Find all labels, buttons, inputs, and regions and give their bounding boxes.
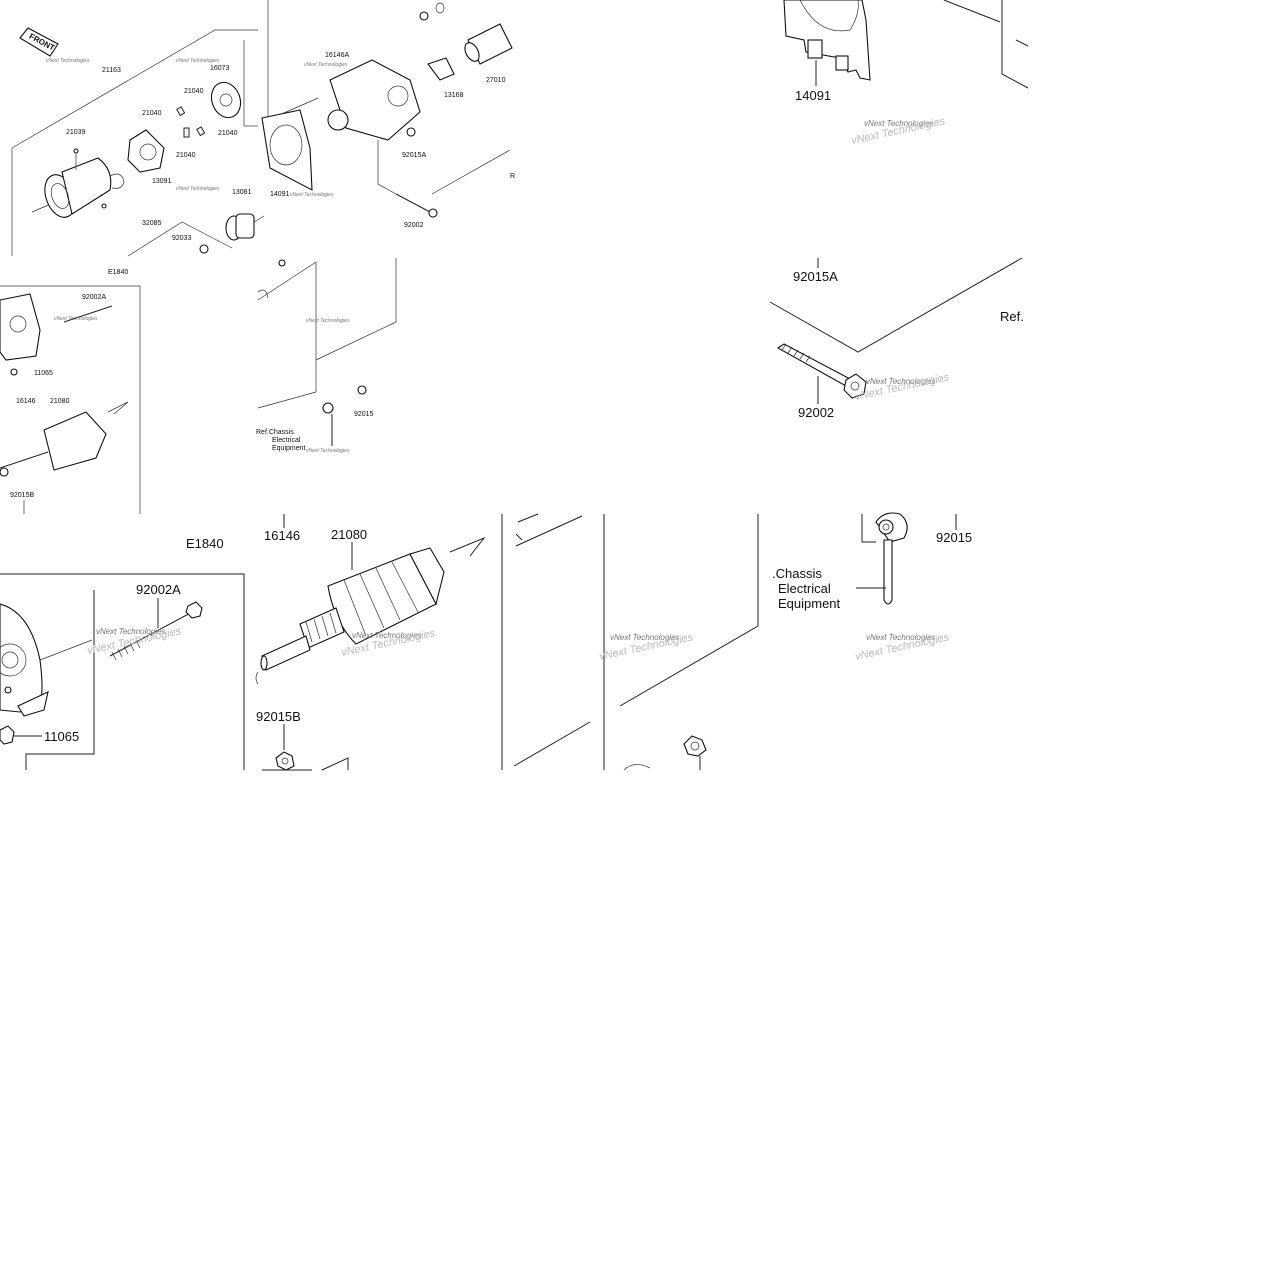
label-92015B: 92015B — [10, 492, 34, 499]
pinion-gear — [225, 213, 265, 241]
label-ref-electrical: Electrical — [778, 581, 831, 596]
watermark: vNext Technologies — [176, 58, 220, 64]
rear-cover-16146 — [0, 293, 41, 361]
label-14091: 14091 — [795, 88, 831, 103]
watermark: vNext Technologies — [352, 631, 422, 640]
armature-21080 — [260, 547, 445, 671]
detail-center: vNext Technologies vNext Technologies — [501, 513, 759, 771]
watermark: vNext Technologies — [864, 119, 934, 128]
through-bolt-92002A — [109, 601, 203, 661]
label-E1840: E1840 — [186, 536, 224, 551]
watermark: vNext Technologies — [854, 371, 950, 403]
label-92002A: 92002A — [136, 582, 181, 597]
label-21080: 21080 — [331, 527, 367, 542]
watermark: vNext Technologies — [306, 318, 350, 324]
label-92015A: 92015A — [402, 152, 426, 159]
label-21080: 21080 — [50, 398, 70, 405]
label-21040: 21040 — [218, 130, 238, 137]
label-92015: 92015 — [936, 530, 972, 545]
label-13081: 13081 — [232, 189, 252, 196]
rear-cover — [0, 603, 49, 717]
nut-92015B — [275, 751, 295, 771]
detail-top-right: 14091 vNext Technologies vNext Technolog… — [769, 0, 1029, 420]
watermark: vNext Technologies — [866, 633, 936, 642]
bolt-92002 — [776, 343, 867, 399]
label-16146A: 16146A — [325, 52, 349, 59]
label-11065: 11065 — [44, 729, 79, 744]
watermark: vNext Technologies — [610, 633, 680, 642]
plate-16073 — [210, 81, 242, 119]
label-13091: 13091 — [152, 178, 172, 185]
shift-lever — [427, 57, 455, 81]
label-21040: 21040 — [142, 110, 162, 117]
watermark: vNext Technologies — [46, 58, 90, 64]
solenoid-27010 — [464, 23, 513, 65]
label-14091: 14091 — [270, 191, 290, 198]
watermark: vNext Technologies — [304, 62, 348, 68]
watermark: vNext Technologies — [290, 192, 334, 198]
label-E1840: E1840 — [108, 269, 128, 276]
gasket-14091-small — [261, 109, 313, 191]
detail-bottom-mid: 16146 21080 92015B vNext Technologies vN… — [255, 514, 486, 771]
detail-bottom-left: E1840 92002A 11065 vNext Technologies — [0, 536, 245, 770]
label-92002A: 92002A — [82, 294, 106, 301]
gasket-14091 — [783, 0, 871, 81]
label-ref-equipment: Equipment — [778, 596, 841, 611]
label-ref-equipment: Equipment — [272, 445, 306, 452]
label-ref-electrical: Electrical — [272, 437, 301, 444]
label-13168: 13168 — [444, 92, 464, 99]
bolt-92002-small — [395, 193, 438, 218]
starter-housing-16146A — [327, 59, 421, 141]
watermark: vNext Technologies — [866, 377, 936, 386]
label-21039: 21039 — [66, 129, 86, 136]
label-16146: 16146 — [16, 398, 36, 405]
terminal-lead — [322, 402, 334, 446]
label-92002: 92002 — [404, 222, 424, 229]
armature-21080-small — [0, 411, 107, 471]
starter-motor-housing — [44, 148, 125, 218]
brush-holder — [127, 129, 165, 173]
watermark: vNext Technologies — [96, 627, 166, 636]
label-27010: 27010 — [486, 77, 506, 84]
label-92015B: 92015B — [256, 709, 301, 724]
label-11065: 11065 — [34, 370, 53, 377]
watermark: vNext Technologies — [306, 448, 350, 454]
label-21040: 21040 — [184, 88, 204, 95]
label-92015: 92015 — [354, 411, 374, 418]
label-16146: 16146 — [264, 528, 300, 543]
label-21163: 21163 — [102, 67, 121, 74]
label-ref-chassis: .Chassis — [772, 566, 822, 581]
label-ref: R — [510, 173, 515, 180]
nut-11065 — [0, 725, 15, 745]
label-ref: Ref. — [1000, 309, 1024, 324]
front-arrow-icon: FRONT — [19, 27, 59, 57]
label-92015A: 92015A — [793, 269, 838, 284]
label-32085: 32085 — [142, 220, 162, 227]
watermark: vNext Technologies — [176, 186, 220, 192]
label-21040: 21040 — [176, 152, 196, 159]
label-ref-chassis: Ref.Chassis — [256, 429, 294, 436]
label-92002: 92002 — [798, 405, 834, 420]
washer — [683, 735, 707, 757]
label-92033: 92033 — [172, 235, 192, 242]
detail-bottom-right: 92015 .Chassis Electrical Equipment vNex… — [772, 512, 972, 663]
watermark: vNext Technologies — [54, 316, 98, 322]
label-16073: 16073 — [210, 65, 230, 72]
terminal-92015 — [875, 512, 908, 605]
overview-diagram: FRONT — [0, 0, 515, 514]
